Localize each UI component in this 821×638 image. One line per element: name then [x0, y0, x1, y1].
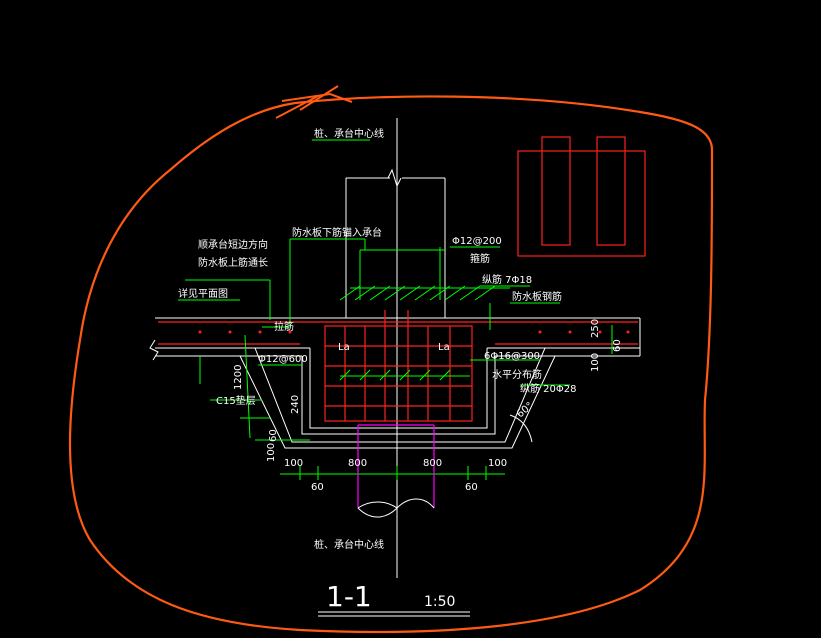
bottom-dims [280, 466, 505, 480]
label-pile-center-bottom: 桩、承台中心线 [314, 538, 384, 551]
column-outline [345, 168, 446, 318]
green-leaders [178, 139, 613, 441]
label-long-bar-top: 纵筋 7Φ18 [482, 273, 532, 286]
section-title: 1-1 [326, 580, 372, 613]
dim-60v: 60 [268, 429, 279, 442]
dim-60-right: 60 [465, 482, 478, 493]
dim-250: 250 [590, 319, 601, 338]
tie-dots [198, 330, 630, 334]
label-stirrup-name: 箍筋 [470, 252, 490, 265]
pile [357, 424, 435, 508]
pile-break [357, 498, 435, 518]
label-tie-bar: 拉筋 [274, 320, 294, 333]
dim-100r: 100 [590, 353, 601, 372]
angle-arc [509, 414, 533, 443]
label-la-right: La [438, 342, 450, 353]
label-pile-center-top: 桩、承台中心线 [314, 127, 384, 140]
title-lines [318, 611, 470, 617]
label-la-left: La [338, 342, 350, 353]
dim-60r: 60 [612, 339, 623, 352]
label-side-note-1: 顺承台短边方向 [198, 238, 268, 251]
red-plan-box [517, 136, 646, 257]
rebar-cage [158, 310, 638, 422]
dim-1200: 1200 [233, 365, 244, 390]
dim-800-left: 800 [348, 458, 367, 469]
label-horiz-spec: 6Φ16@300 [484, 351, 540, 362]
markup-scribble [275, 85, 353, 119]
label-cushion: C15垫层 [216, 394, 256, 407]
label-see-plan: 详见平面图 [178, 287, 228, 300]
label-horiz-name: 水平分布筋 [492, 368, 542, 381]
label-side-note-2: 防水板上筋通长 [198, 256, 268, 269]
label-left-bar: Φ12@600 [258, 354, 308, 365]
markup-circle [68, 95, 714, 634]
section-scale: 1:50 [424, 594, 455, 610]
label-long-bar-bottom: 纵筋 20Φ28 [520, 382, 577, 395]
dim-240: 240 [290, 395, 301, 414]
dim-60-left: 60 [311, 482, 324, 493]
label-waterproof-rebar: 防水板钢筋 [512, 290, 562, 303]
label-stirrup-spec: Φ12@200 [452, 236, 502, 247]
dim-800-right: 800 [423, 458, 442, 469]
dim-100-left: 100 [284, 458, 303, 469]
dim-100-right: 100 [488, 458, 507, 469]
label-waterproof-anchor: 防水板下筋锚入承台 [292, 226, 382, 239]
slab-lines [149, 317, 641, 361]
pile-cap [239, 347, 556, 449]
dim-100v: 100 [266, 443, 277, 462]
